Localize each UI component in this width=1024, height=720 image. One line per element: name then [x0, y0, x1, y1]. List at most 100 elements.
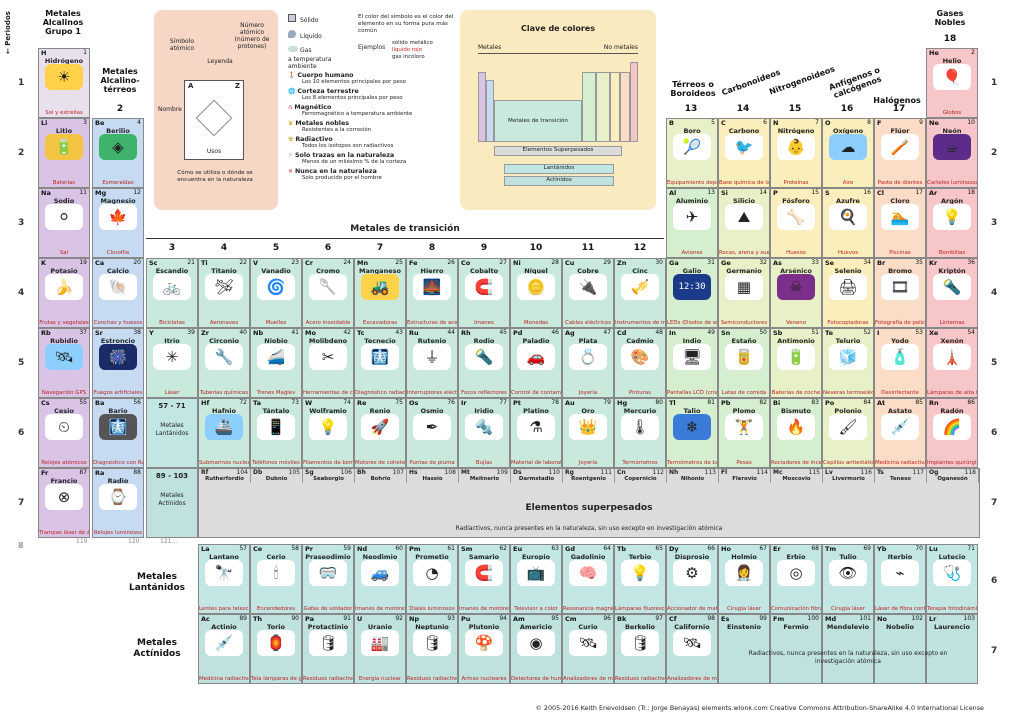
superheavy-element-mc[interactable]: Mc115Moscovio [771, 469, 823, 483]
element-re[interactable]: Re75Renio🚀Motores de cohetes [354, 398, 406, 468]
actinide-element-np[interactable]: Np93Neptunio🛢Residuos radiactivos [406, 614, 458, 684]
element-ru[interactable]: Ru44Rutenio⏚Interruptores eléctricos [406, 328, 458, 398]
element-al[interactable]: Al13Aluminio✈Aviones [666, 188, 718, 258]
actinide-element-th[interactable]: Th90Torio🏮Tela lámparas de gas [250, 614, 302, 684]
element-b[interactable]: B5Boro🎾Equipamiento deportivo [666, 118, 718, 188]
element-ga[interactable]: Ga31Galio12:30LEDs (Diodos de emisión de… [666, 258, 718, 328]
element-ar[interactable]: Ar18Argón💡Bombillas [926, 188, 978, 258]
lanthanide-element-tb[interactable]: Tb65Terbio💡Lámparas fluorescentes [614, 544, 666, 614]
element-sr[interactable]: Sr38Estroncio🎆Fuegos artificiales [92, 328, 144, 398]
element-be[interactable]: Be4Berilio◈Esmeraldas [92, 118, 144, 188]
element-se[interactable]: Se34Selenio🖨Fotocopiadoras [822, 258, 874, 328]
element-bi[interactable]: Bi83Bismuto🔥Rociadores de incendios [770, 398, 822, 468]
element-tl[interactable]: Tl81Talio❄Termómetros de baja temperatur… [666, 398, 718, 468]
lanthanide-element-pm[interactable]: Pm61Prometio◔Diales luminosos [406, 544, 458, 614]
element-xe[interactable]: Xe54Xenón🗼Lámparas de alta intensidad [926, 328, 978, 398]
element-ti[interactable]: Ti22Titanio🛩Aeronaves [198, 258, 250, 328]
element-mn[interactable]: Mn25Manganeso🚜Excavadoras [354, 258, 406, 328]
element-sc[interactable]: Sc21Escandio🚲Bicicletas [146, 258, 198, 328]
lanthanide-element-sm[interactable]: Sm62Samario🧲Imanes de motores eléct [458, 544, 510, 614]
element-te[interactable]: Te52Telurio🧊Neveras termoeléctricas [822, 328, 874, 398]
element-o[interactable]: O8Oxígeno☁Aire [822, 118, 874, 188]
element-co[interactable]: Co27Cobalto🧲Imanes [458, 258, 510, 328]
element-cr[interactable]: Cr24Cromo🥄Acero inoxidable [302, 258, 354, 328]
element-y[interactable]: Y39Itrio✳Láser [146, 328, 198, 398]
element-zn[interactable]: Zn30Cinc🎺Instrumentos de metal [614, 258, 666, 328]
element-he[interactable]: He2Helio🎈Globos [926, 48, 978, 118]
element-h[interactable]: H1Hidrógeno☀Sol y estrellas [38, 48, 90, 118]
superheavy-element-ts[interactable]: Ts117Teneso [875, 469, 927, 483]
lanthanide-element-tm[interactable]: Tm69Tulio👁Cirugía láser [822, 544, 874, 614]
element-f[interactable]: F9Flúor🪥Pasta de dientes [874, 118, 926, 188]
element-po[interactable]: Po84Polonio🖌Cepillos antiestáticos [822, 398, 874, 468]
element-br[interactable]: Br35Bromo🎞Fotografía de película [874, 258, 926, 328]
lanthanide-element-ho[interactable]: Ho67Holmio👩‍⚕Cirugía láser [718, 544, 770, 614]
actinide-element-pa[interactable]: Pa91Protactinio🛢Residuos radiactivos [302, 614, 354, 684]
lanthanide-element-la[interactable]: La57Lantano🔭Lentes para telescopios [198, 544, 250, 614]
superheavy-element-bh[interactable]: Bh107Bohrio [355, 469, 407, 483]
element-ni[interactable]: Ni28Níquel🪙Monedas [510, 258, 562, 328]
element-ra[interactable]: Ra88Radio⌚Relojes luminosos [92, 468, 144, 538]
actinide-element-u[interactable]: U92Uranio🏭Energía nuclear [354, 614, 406, 684]
actinide-element-pu[interactable]: Pu94Plutonio🍄Armas nucleares [458, 614, 510, 684]
superheavy-element-sg[interactable]: Sg106Seaborgio [303, 469, 355, 483]
superheavy-element-db[interactable]: Db105Dubnio [251, 469, 303, 483]
element-k[interactable]: K19Potasio🍌Frutas y vegetales [38, 258, 90, 328]
superheavy-element-og[interactable]: Og118Oganesón [927, 469, 979, 483]
lanthanide-element-er[interactable]: Er68Erbio◎Comunicación fibra óptica [770, 544, 822, 614]
element-zr[interactable]: Zr40Circonio🔧Tuberías químicas [198, 328, 250, 398]
lanthanide-element-yb[interactable]: Yb70Iterbio⌁Láser de fibra cont. [874, 544, 926, 614]
actinide-element-lr[interactable]: Lr103Laurencio [926, 614, 978, 684]
element-rb[interactable]: Rb37Rubidio🛰Navegación GPS [38, 328, 90, 398]
element-ta[interactable]: Ta73Tántalo📱Teléfonos móviles [250, 398, 302, 468]
element-hf[interactable]: Hf72Hafnio🚢Submarinos nucleares [198, 398, 250, 468]
element-at[interactable]: At85Astato💉Medicina radiactiva [874, 398, 926, 468]
superheavy-element-hs[interactable]: Hs108Hassio [407, 469, 459, 483]
superheavy-element-nh[interactable]: Nh113Nihonio [667, 469, 719, 483]
element-kr[interactable]: Kr36Kriptón🔦Linternas [926, 258, 978, 328]
lanthanide-element-gd[interactable]: Gd64Gadolinio🧠Resonancia magnética [562, 544, 614, 614]
lanthanide-element-pr[interactable]: Pr59Praseodimio🥽Gafas de soldador [302, 544, 354, 614]
element-cu[interactable]: Cu29Cobre🔌Cables eléctricos [562, 258, 614, 328]
element-hg[interactable]: Hg80Mercurio🌡Termómetros [614, 398, 666, 468]
element-ag[interactable]: Ag47Plata💍Joyería [562, 328, 614, 398]
element-na[interactable]: Na11Sodio⚪Sal [38, 188, 90, 258]
element-in[interactable]: In49Indio🖥Pantallas LCD (cristal líquido… [666, 328, 718, 398]
element-rh[interactable]: Rh45Rodio🔦Focos reflectores [458, 328, 510, 398]
element-sn[interactable]: Sn50Estaño🥫Latas de comida [718, 328, 770, 398]
actinide-element-cf[interactable]: Cf98Californio🛰Analizadores de minerales [666, 614, 718, 684]
superheavy-element-rf[interactable]: Rf104Rutherfordio [199, 469, 251, 483]
element-li[interactable]: Li3Litio🔋Baterías [38, 118, 90, 188]
element-c[interactable]: C6Carbono🐦Base química de la vida [718, 118, 770, 188]
actinide-element-cm[interactable]: Cm96Curio🛰Analizadores de minerales [562, 614, 614, 684]
element-ne[interactable]: Ne10Neón☕Carteles luminosos [926, 118, 978, 188]
actinide-element-no[interactable]: No102Nobelio [874, 614, 926, 684]
superheavy-element-lv[interactable]: Lv116Livermorio [823, 469, 875, 483]
element-rn[interactable]: Rn86Radón🌈Implantes quirúrgicos [926, 398, 978, 468]
element-w[interactable]: W74Wolframio💡Filamentos de bombillas [302, 398, 354, 468]
element-ba[interactable]: Ba56Bario🩻Diagnóstico con Rayos X [92, 398, 144, 468]
element-cd[interactable]: Cd48Cadmio🎨Pinturas [614, 328, 666, 398]
element-as[interactable]: As33Arsénico☠Veneno [770, 258, 822, 328]
element-nb[interactable]: Nb41Niobio🚄Trenes Maglev [250, 328, 302, 398]
element-si[interactable]: Si14Silicio⛰Rocas, arena y suelos [718, 188, 770, 258]
actinide-element-am[interactable]: Am95Americio◉Detectores de humo [510, 614, 562, 684]
lanthanide-element-dy[interactable]: Dy66Disprosio⚙Accionador de mat. intelig… [666, 544, 718, 614]
element-au[interactable]: Au79Oro👑Joyería [562, 398, 614, 468]
superheavy-element-ds[interactable]: Ds110Darmstadio [511, 469, 563, 483]
element-pt[interactable]: Pt78Platino⚗Material de laboratorio [510, 398, 562, 468]
element-cl[interactable]: Cl17Cloro🏊Piscinas [874, 188, 926, 258]
element-sb[interactable]: Sb51Antimonio🔋Baterías de coche [770, 328, 822, 398]
element-pb[interactable]: Pb82Plomo🏋Pesas [718, 398, 770, 468]
lanthanide-element-eu[interactable]: Eu63Europio📺Televisor a color [510, 544, 562, 614]
element-mo[interactable]: Mo42Molibdeno✂Herramientas de corte [302, 328, 354, 398]
lanthanide-element-ce[interactable]: Ce58Cerio🕯Encendedores [250, 544, 302, 614]
element-n[interactable]: N7Nitrógeno👶Proteínas [770, 118, 822, 188]
actinide-element-ac[interactable]: Ac89Actinio💉Medicina radiactiva [198, 614, 250, 684]
element-ca[interactable]: Ca20Calcio🐚Conchas y huesos [92, 258, 144, 328]
superheavy-element-rg[interactable]: Rg111Roentgenio [563, 469, 615, 483]
element-pd[interactable]: Pd46Paladio🚗Control de contaminantes [510, 328, 562, 398]
element-cs[interactable]: Cs55Cesio⏲Relojes atómicos [38, 398, 90, 468]
lanthanide-element-nd[interactable]: Nd60Neodimio🚙Imanes de motores eléct [354, 544, 406, 614]
lanthanide-element-lu[interactable]: Lu71Lutecio🩺Terapia fotodinámica [926, 544, 978, 614]
